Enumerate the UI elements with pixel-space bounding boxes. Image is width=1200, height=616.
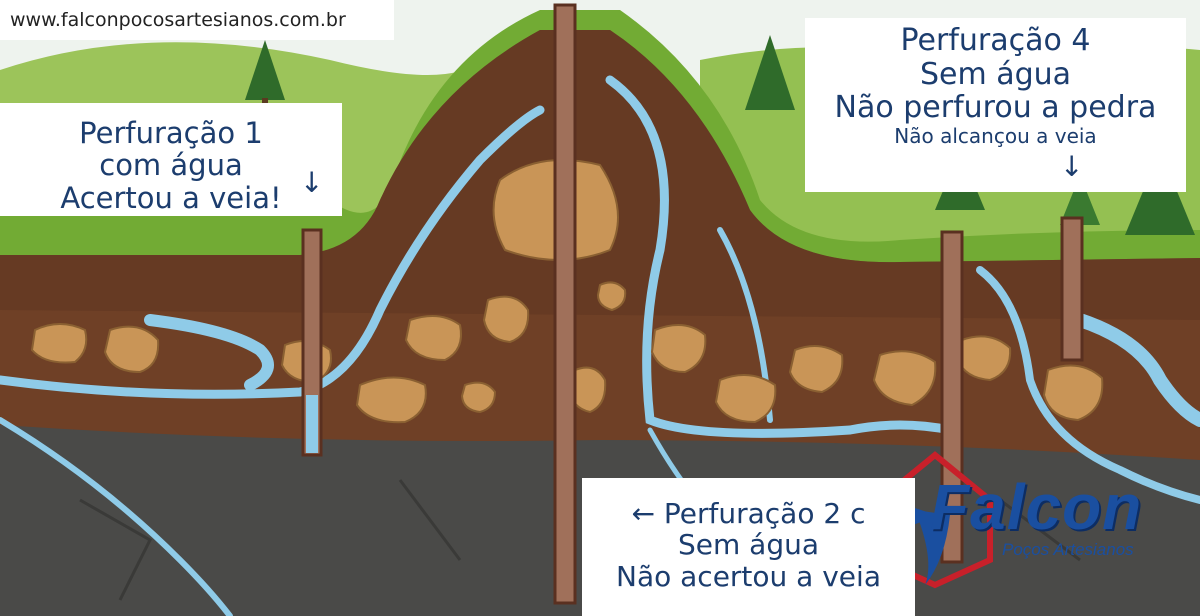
well-4-line-4: Não alcançou a veia	[894, 123, 1097, 148]
well-2-line-1: ← Perfuração 2 c	[631, 497, 866, 530]
well-2-line-3: Não acertou a veia	[616, 559, 881, 593]
well-1-line-3: Acertou a veia!	[60, 180, 282, 215]
well-1-down-arrow-icon: ↓	[300, 166, 324, 199]
brand-tagline: Poços Artesianos	[1002, 540, 1134, 559]
water-veins	[0, 75, 1200, 616]
pipe-well-2	[553, 3, 577, 605]
well-pipes	[301, 3, 1084, 605]
pipe-well-3	[940, 230, 964, 564]
well-4-line-2: Sem água	[919, 56, 1072, 92]
brand-name: Falcon	[930, 471, 1143, 543]
bedrock-cracks	[79, 479, 1081, 601]
water-in-well-1	[306, 395, 318, 453]
well-4-line-1: Perfuração 4	[900, 23, 1091, 58]
website-url: www.falconpocosartesianos.com.br	[0, 0, 394, 40]
well-1-label: Perfuração 1 com água Acertou a veia!	[0, 103, 342, 216]
well-4-line-3: Não perfurou a pedra	[834, 90, 1157, 126]
falcon-logo: Falcon Poços Artesianos	[930, 470, 1190, 570]
well-4-label: Perfuração 4 Sem água Não perfurou a ped…	[805, 18, 1186, 192]
well-1-line-2: com água	[99, 148, 243, 183]
well-1-line-1: Perfuração 1	[79, 116, 263, 150]
pipe-well-4	[1060, 216, 1084, 362]
well-2-label: ← Perfuração 2 c Sem água Não acertou a …	[582, 478, 915, 616]
well-2-line-2: Sem água	[677, 528, 819, 562]
well-4-down-arrow-icon: ↓	[1060, 150, 1084, 183]
